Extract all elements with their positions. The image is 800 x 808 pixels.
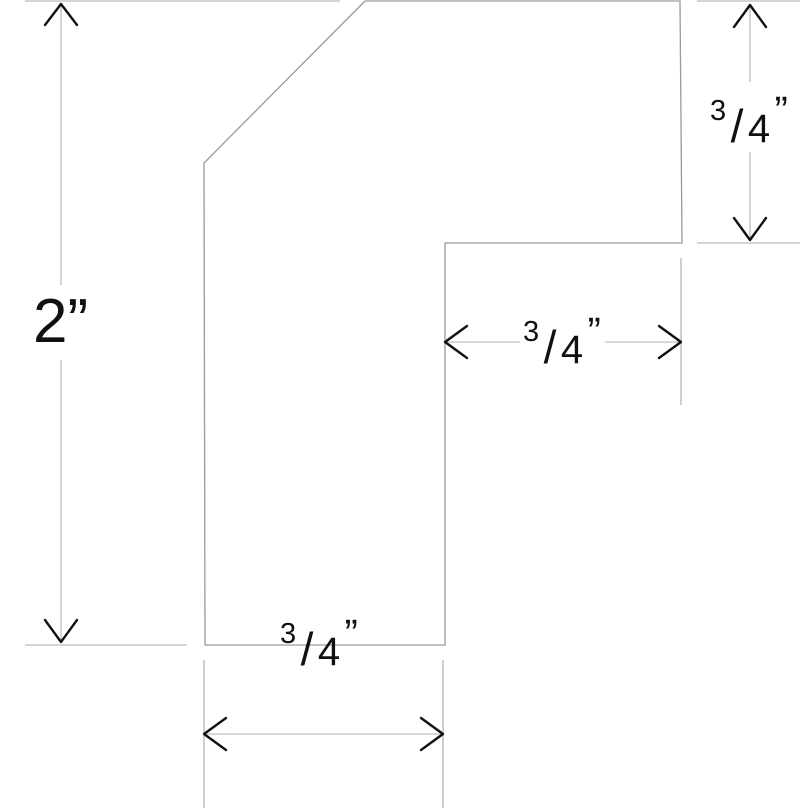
- arrowhead-up-icon: [732, 3, 768, 29]
- middle-step-label: 3 / 4 ”: [523, 310, 601, 373]
- arrowhead-down-icon: [732, 216, 768, 242]
- top-leg-inch-mark: ”: [775, 89, 788, 133]
- top-leg-numerator: 3: [710, 95, 726, 127]
- middle-step-numerator: 3: [523, 316, 539, 348]
- bottom-width-slash: /: [301, 623, 314, 675]
- bottom-width-label: 3 / 4 ”: [280, 612, 358, 675]
- top-leg-dimension: 3 / 4 ”: [710, 3, 788, 242]
- height-label: 2”: [33, 287, 88, 356]
- arrowhead-down-icon: [43, 618, 79, 644]
- profile-outline: [203, 0, 683, 646]
- middle-step-slash: /: [544, 321, 557, 373]
- arrowhead-right-icon: [419, 716, 445, 752]
- top-leg-label: 3 / 4 ”: [710, 89, 788, 152]
- bottom-width-denominator: 4: [318, 630, 340, 674]
- arrowhead-left-icon: [443, 324, 469, 360]
- middle-step-denominator: 4: [561, 328, 583, 372]
- bottom-width-inch-mark: ”: [345, 612, 358, 656]
- middle-step-dimension: 3 / 4 ”: [443, 310, 683, 373]
- top-leg-slash: /: [731, 100, 744, 152]
- height-dimension: 2”: [33, 2, 88, 644]
- arrowhead-right-icon: [657, 324, 683, 360]
- bottom-width-numerator: 3: [280, 618, 296, 650]
- middle-step-inch-mark: ”: [588, 310, 601, 354]
- arrowhead-up-icon: [43, 2, 79, 27]
- arrowhead-left-icon: [202, 716, 228, 752]
- bottom-width-dimension: 3 / 4 ”: [202, 612, 445, 752]
- top-leg-denominator: 4: [748, 107, 770, 151]
